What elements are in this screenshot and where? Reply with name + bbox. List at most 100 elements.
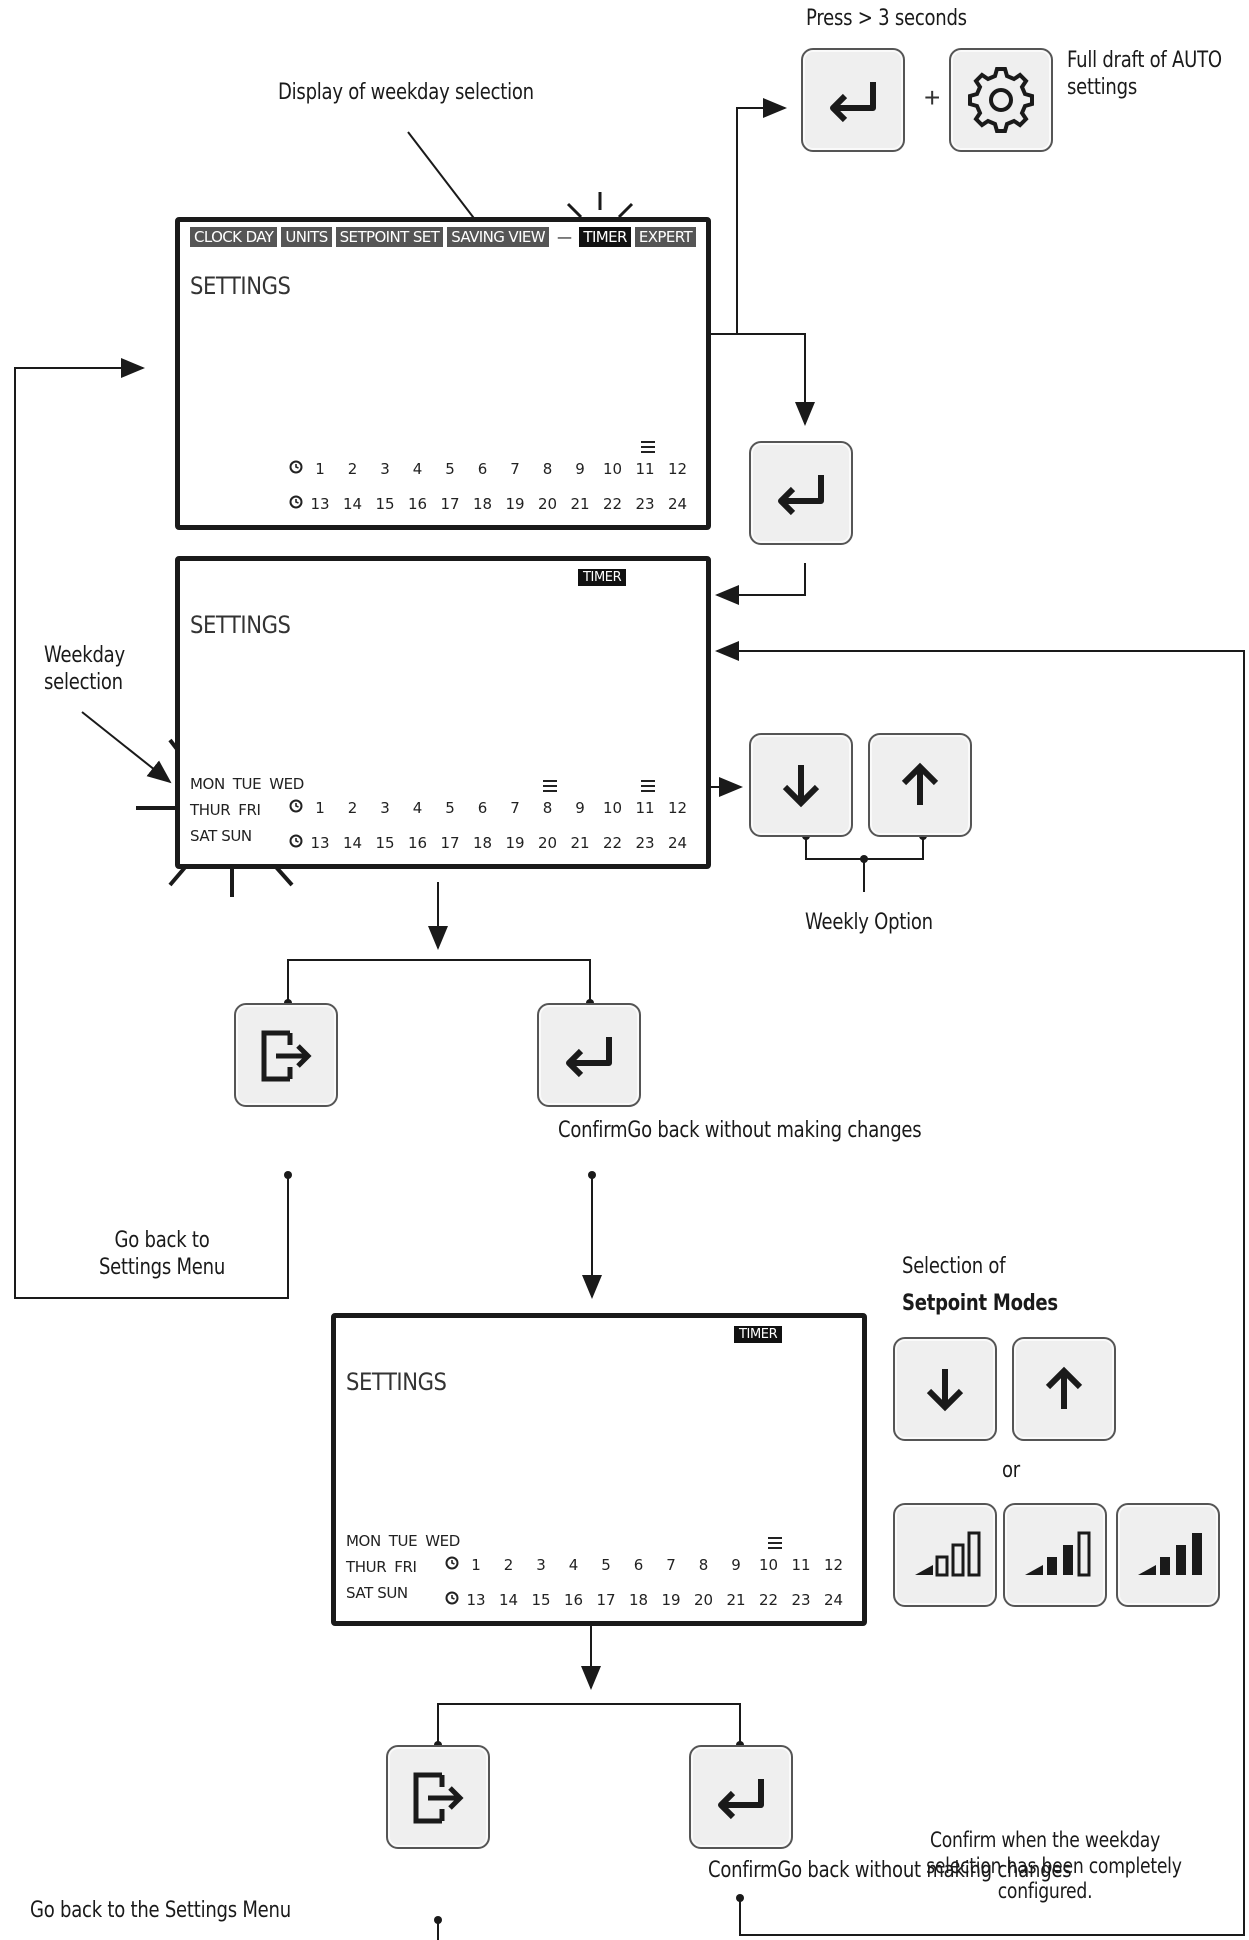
signal-level-3-icon [1138,1533,1202,1575]
gear-icon [968,67,1034,133]
hour-label: 10 [758,1556,779,1574]
setpoint-up-key[interactable] [1012,1337,1116,1441]
hour-label: 7 [510,460,520,478]
hour-label: 16 [563,1591,584,1609]
hour-label: 1 [315,460,325,478]
hour-label: 6 [477,799,488,817]
hour-label: 14 [498,1591,519,1609]
hour-label: 20 [693,1591,714,1609]
hour-label: 22 [602,834,623,852]
hour-label: 5 [445,799,455,817]
hour-label: 3 [380,460,390,478]
hour-label: 15 [531,1591,551,1609]
hour-label: 8 [542,460,553,478]
timer-segment-marker [641,441,655,455]
hour-label: 1 [471,1556,481,1574]
hour-label: 12 [667,460,688,478]
hour-label: 4 [568,1556,579,1574]
gear-key[interactable] [949,48,1053,152]
hour-label: 15 [375,495,395,513]
hour-label: 7 [510,799,520,817]
enter-return-icon [778,475,824,516]
hour-label: 14 [342,495,363,513]
hour-label: 23 [635,834,655,852]
exit-key-2[interactable] [386,1745,490,1849]
hour-label: 22 [758,1591,779,1609]
timer-segment-marker [641,780,655,794]
label-display-weekday: Display of weekday selection [278,80,534,105]
hour-label: 9 [575,799,585,817]
clock-icon [445,1556,459,1574]
menu-item-setpoint-set[interactable]: SETPOINT SET [335,227,444,247]
hour-label: 19 [505,495,525,513]
hour-label: 13 [310,834,330,852]
hour-label: 21 [570,495,590,513]
menu-item-units[interactable]: UNITS [281,227,332,247]
label-confirm-weekday: Confirm when the weekday selection has b… [926,1828,1182,1904]
hour-label: 18 [472,495,493,513]
enter-return-icon [718,1779,764,1820]
hour-label: 15 [375,834,395,852]
hour-label: 5 [601,1556,611,1574]
hour-label: 16 [407,834,428,852]
setpoint-level-3-key[interactable] [1116,1503,1220,1607]
setpoint-level-1-key[interactable] [893,1503,997,1607]
hour-label: 20 [537,495,558,513]
hour-label: 18 [628,1591,649,1609]
label-weekday-selection: Weekday selection [44,643,125,695]
setpoint-level-2-key[interactable] [1003,1503,1107,1607]
confirm-enter-key-2[interactable] [689,1745,793,1849]
enter-key-long-press[interactable] [801,48,905,152]
arrow-up-icon [1045,1366,1083,1409]
hour-label: 6 [633,1556,644,1574]
hour-label: 20 [537,834,558,852]
hour-label: 23 [635,495,655,513]
settings-menu-bar: CLOCK DAY UNITS SETPOINT SET SAVING VIEW… [190,227,697,247]
menu-item-timer[interactable]: TIMER [579,227,631,247]
label-setpoint-modes: Setpoint Modes [902,1291,1058,1316]
label-selection-of: Selection of [902,1254,1006,1279]
hour-label: 4 [412,460,423,478]
setpoint-down-key[interactable] [893,1337,997,1441]
hour-label: 12 [823,1556,844,1574]
hour-label: 10 [602,460,623,478]
up-key[interactable] [868,733,972,837]
clock-icon [289,495,303,513]
hour-label: 24 [823,1591,844,1609]
menu-item-expert[interactable]: EXPERT [634,227,697,247]
screen-title: SETTINGS [346,1368,447,1396]
hour-label: 17 [440,495,460,513]
label-weekly-option: Weekly Option [805,910,933,935]
lcd-screen-settings-menu: CLOCK DAY UNITS SETPOINT SET SAVING VIEW… [175,217,711,530]
enter-key[interactable] [749,441,853,545]
hour-label: 21 [726,1591,746,1609]
signal-level-1-icon [915,1531,981,1577]
hour-label: 17 [440,834,460,852]
hour-label: 21 [570,834,590,852]
down-key[interactable] [749,733,853,837]
clock-icon [445,1591,459,1609]
exit-key[interactable] [234,1003,338,1107]
hour-label: 16 [407,495,428,513]
confirm-enter-key[interactable] [537,1003,641,1107]
label-or: or [1002,1458,1020,1483]
label-go-back-settings-menu: Go back to Settings Menu [98,1228,226,1280]
menu-item-saving-view[interactable]: SAVING VIEW [447,227,549,247]
hour-label: 13 [466,1591,486,1609]
menu-item-clock-day[interactable]: CLOCK DAY [190,227,278,247]
hour-label: 8 [698,1556,709,1574]
exit-door-icon [261,1030,312,1082]
hour-label: 2 [347,799,358,817]
label-press-long: Press > 3 seconds [806,6,967,31]
timer-segment-marker [768,1537,782,1551]
screen-title: SETTINGS [190,272,291,300]
hour-label: 19 [505,834,525,852]
clock-icon [289,834,303,852]
hour-label: 12 [667,799,688,817]
hour-label: 3 [380,799,390,817]
